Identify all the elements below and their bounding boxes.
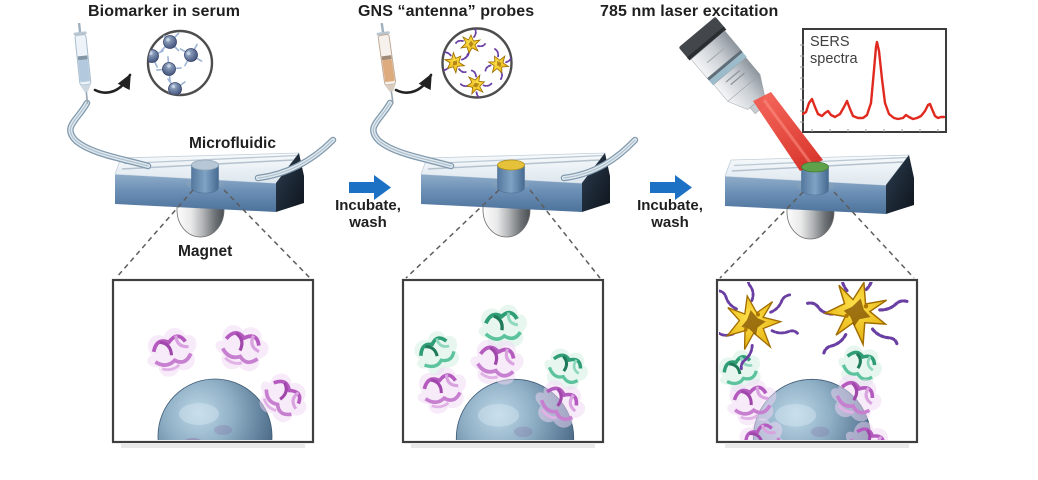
zoom-inset-box-2 [401, 278, 605, 448]
flow-arrow-icon [349, 175, 391, 200]
sers-label-line1: SERS [810, 34, 850, 50]
zoom-inset-box-3 [715, 278, 919, 448]
step-label-2-line1: Incubate, [637, 197, 703, 214]
axis-ticks [800, 44, 939, 132]
gns-syringe-icon [376, 22, 396, 104]
step-label-2: Incubate, wash [630, 197, 710, 231]
serum-syringe-icon [73, 22, 92, 104]
panel2-title: GNS “antenna” probes [358, 3, 535, 20]
step-label-1-line2: wash [349, 214, 387, 231]
chip-well-top-3 [801, 161, 829, 173]
callout-dashed-lines [115, 189, 915, 279]
sers-label-line2: spectra [810, 51, 858, 67]
step-label-1: Incubate, wash [328, 197, 408, 231]
sers-spectra-label: SERS spectra [810, 34, 858, 68]
panel3-title: 785 nm laser excitation [600, 3, 779, 20]
magnet-label: Magnet [178, 243, 233, 260]
biomarker-sample-circle [146, 29, 214, 97]
curved-arrow-icon [93, 73, 132, 94]
flow-arrow-icon [650, 175, 692, 200]
chip-well-top-1 [191, 159, 219, 171]
laser-beam-core [762, 99, 814, 166]
curved-arrow-icon [394, 73, 433, 94]
biomarker-icon [160, 32, 180, 52]
zoom-inset-box-1 [111, 278, 315, 448]
sers-spectra-box [800, 28, 947, 133]
step-label-1-line1: Incubate, [335, 197, 401, 214]
chip-well-top-2 [497, 159, 525, 171]
step-label-2-line2: wash [651, 214, 689, 231]
gns-sample-circle [441, 27, 513, 99]
microfluidic-label: Microfluidic [189, 135, 276, 152]
tubing-icon [67, 99, 639, 182]
panel1-title: Biomarker in serum [88, 3, 241, 20]
sers-spectrum-line [801, 40, 946, 121]
